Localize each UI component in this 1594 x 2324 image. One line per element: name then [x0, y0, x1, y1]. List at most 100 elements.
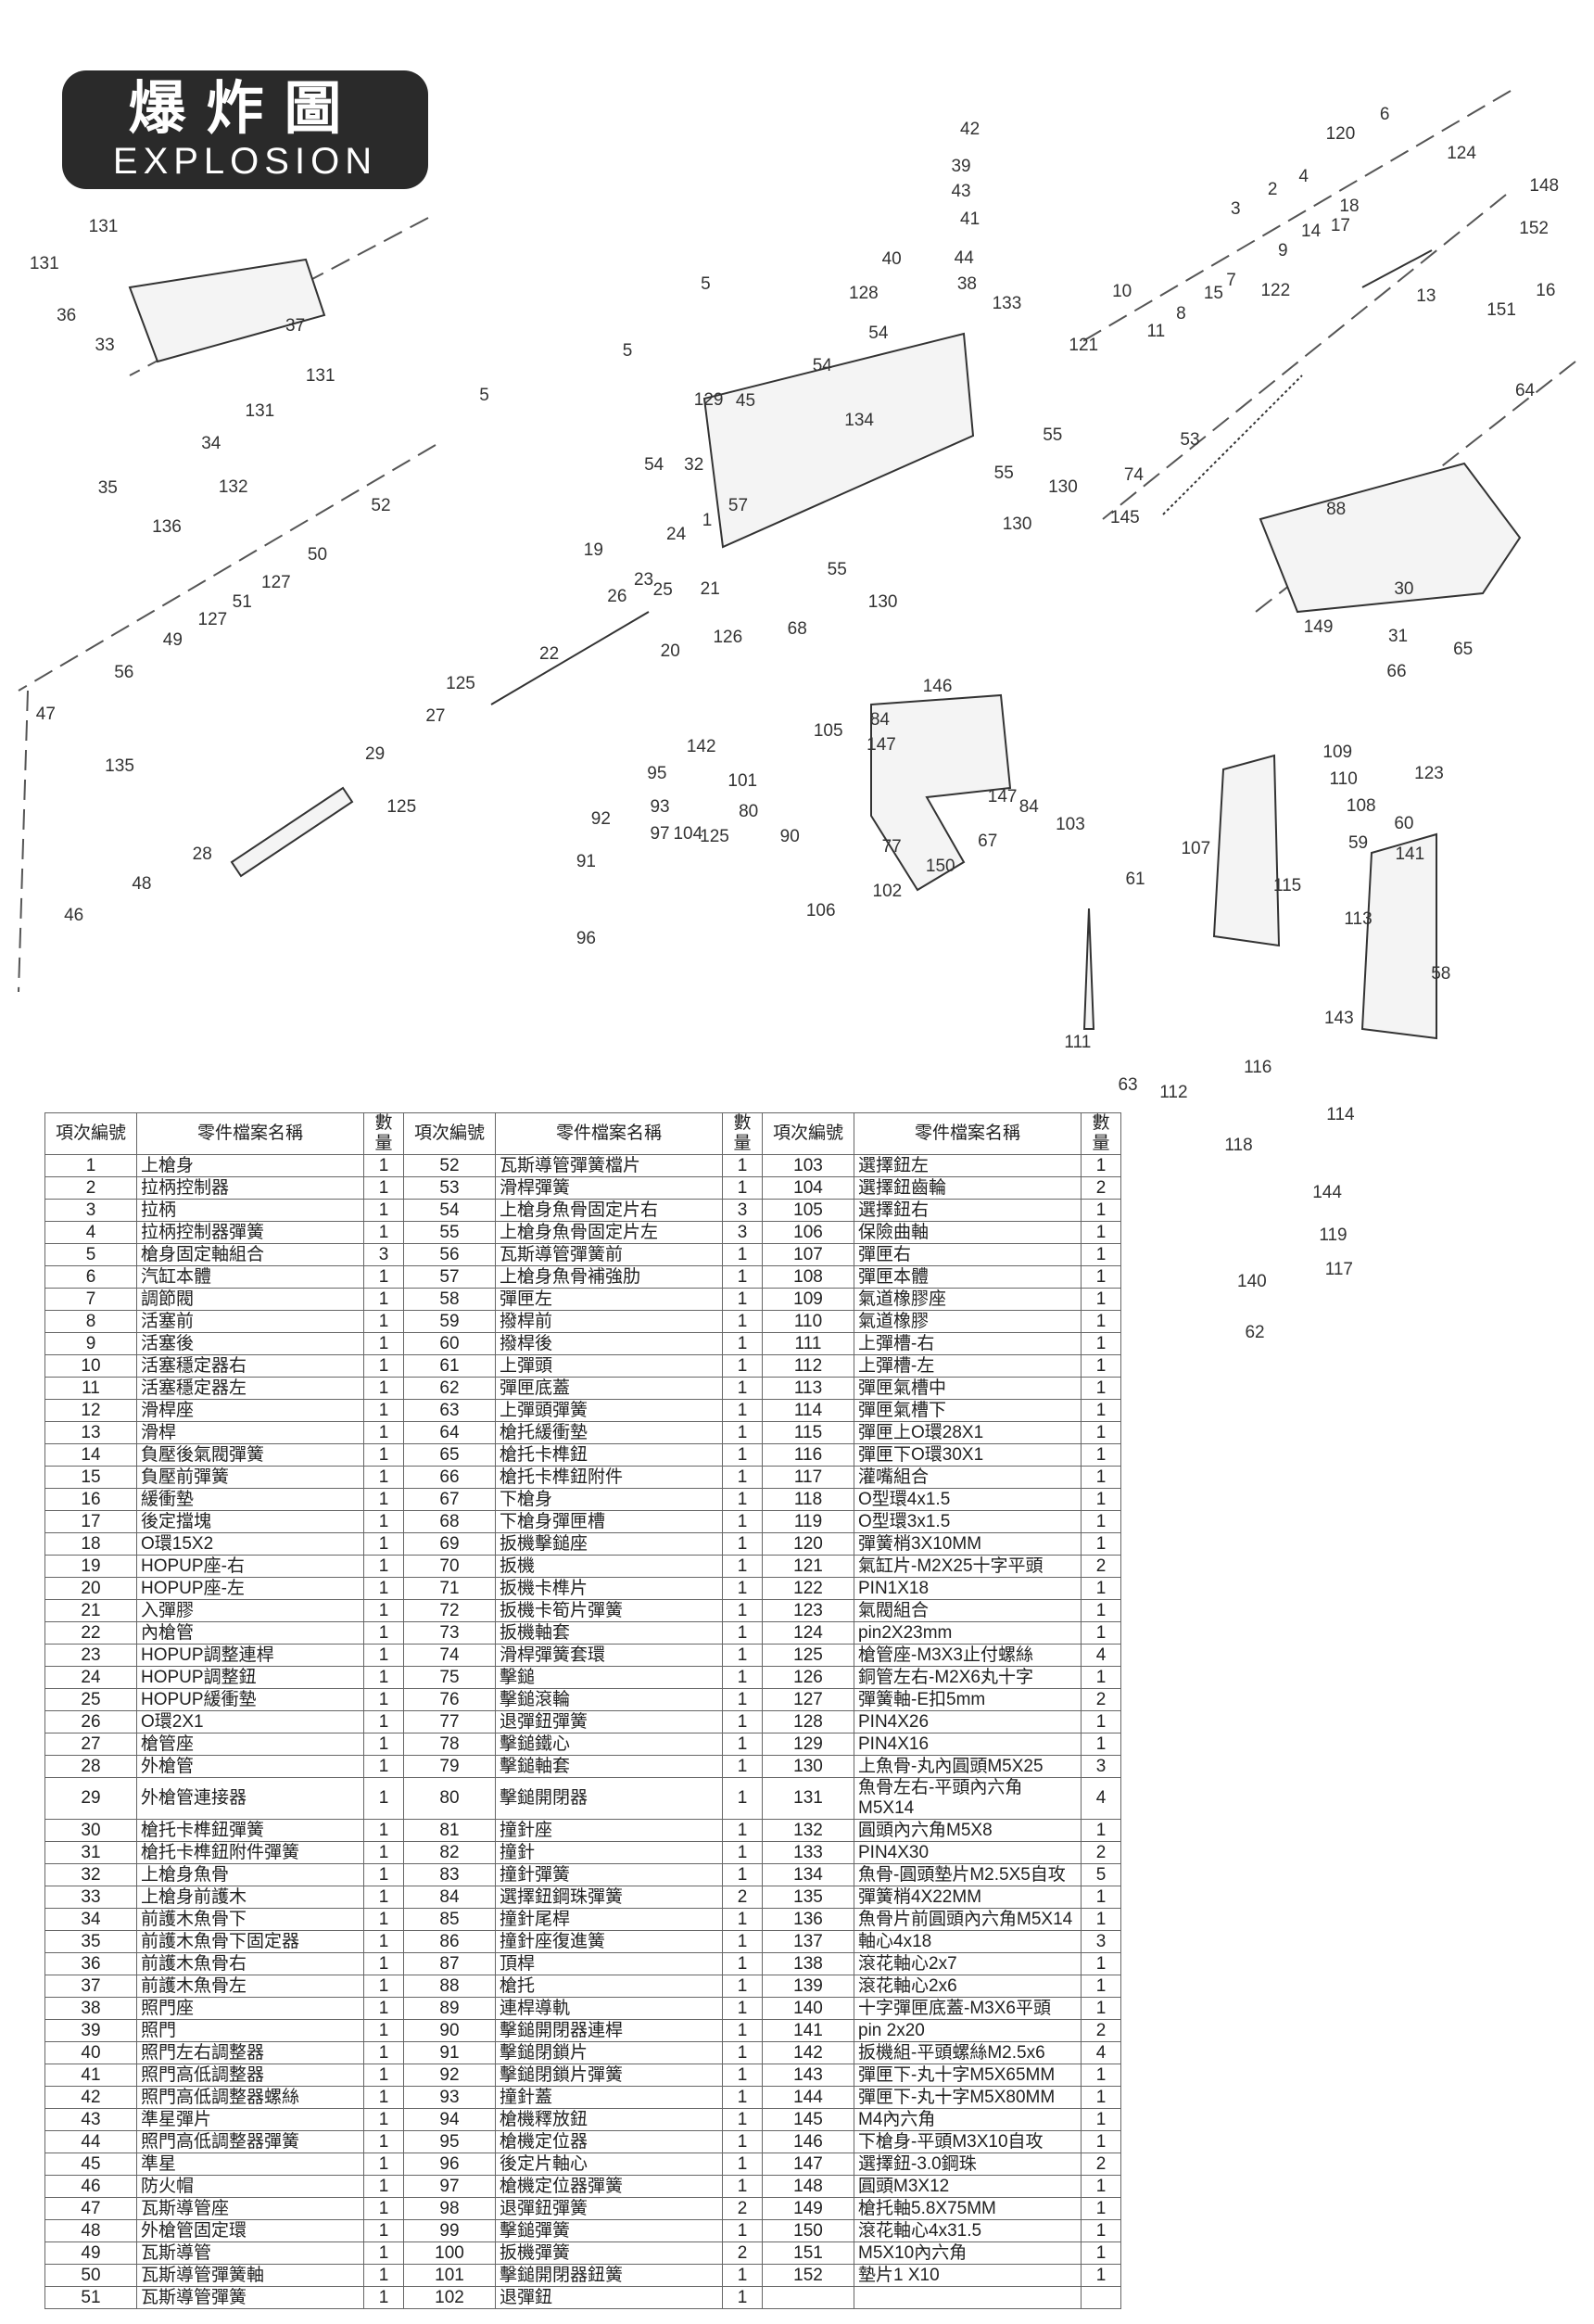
item-number: 52 [403, 1154, 496, 1177]
part-callout: 129 [693, 389, 724, 410]
item-number: 126 [762, 1666, 854, 1689]
inner-barrel-part [490, 611, 650, 705]
quantity: 1 [1081, 1577, 1121, 1600]
part-callout: 32 [684, 454, 704, 475]
item-number: 94 [403, 2108, 496, 2131]
part-callout: 105 [813, 720, 843, 741]
header-quantity: 數量 [1081, 1112, 1121, 1155]
part-name: 扳機彈簧 [495, 2241, 723, 2265]
quantity: 1 [1081, 1288, 1121, 1311]
guide-line [18, 690, 29, 993]
quantity: 1 [363, 2041, 404, 2064]
part-name: 後定擋塊 [136, 1510, 364, 1533]
quantity: 1 [1081, 1532, 1121, 1556]
part-callout: 27 [425, 705, 446, 726]
lower-receiver-part [870, 693, 1012, 892]
part-callout: 50 [307, 544, 328, 565]
quantity: 1 [363, 1733, 404, 1756]
item-number: 144 [762, 2086, 854, 2109]
part-callout: 13 [1416, 286, 1436, 307]
part-name: 照門高低調整器螺絲 [136, 2086, 364, 2109]
part-callout: 59 [1347, 832, 1369, 853]
part-callout: 55 [993, 464, 1014, 484]
part-callout: 144 [1312, 1183, 1342, 1203]
quantity: 1 [722, 2286, 763, 2309]
item-number: 88 [403, 1975, 496, 1998]
quantity: 1 [722, 1733, 763, 1756]
part-name: 前護木魚骨下 [136, 1908, 364, 1931]
part-callout: 18 [1339, 197, 1360, 217]
part-name: PIN4X16 [854, 1733, 1082, 1756]
header-item-number: 項次編號 [403, 1112, 496, 1155]
guide-line [18, 444, 436, 692]
part-callout: 17 [1330, 215, 1351, 235]
part-name: 防火帽 [136, 2175, 364, 2198]
part-name: 槍托卡榫鈕彈簧 [136, 1819, 364, 1842]
part-name: pin2X23mm [854, 1621, 1082, 1645]
part-callout: 40 [881, 249, 902, 270]
part-name: 槍托緩衝墊 [495, 1421, 723, 1444]
part-callout: 56 [114, 663, 134, 683]
quantity: 1 [1081, 1466, 1121, 1489]
quantity: 1 [722, 1443, 763, 1467]
part-name: HOPUP座-左 [136, 1577, 364, 1600]
quantity: 1 [722, 1621, 763, 1645]
item-number: 142 [762, 2041, 854, 2064]
part-callout: 63 [1118, 1074, 1138, 1095]
part-callout: 121 [1069, 335, 1099, 355]
quantity: 1 [363, 1399, 404, 1422]
table-header-row: 項次編號零件檔案名稱數量項次編號零件檔案名稱數量項次編號零件檔案名稱數量 [44, 1112, 1121, 1155]
part-callout: 131 [305, 366, 335, 387]
part-name: 擊鎚滾輪 [495, 1688, 723, 1711]
part-name: 彈匣氣槽中 [854, 1377, 1082, 1400]
part-callout: 54 [644, 454, 664, 475]
quantity: 1 [1081, 1886, 1121, 1909]
item-number: 51 [44, 2286, 137, 2309]
part-name: M5X10內六角 [854, 2241, 1082, 2265]
quantity: 1 [363, 1154, 404, 1177]
part-callout: 133 [992, 294, 1022, 314]
part-callout: 15 [1203, 284, 1224, 303]
item-number: 83 [403, 1863, 496, 1886]
quantity: 1 [1081, 2219, 1121, 2242]
quantity: 3 [363, 1243, 404, 1266]
part-name: 彈匣左 [495, 1288, 723, 1311]
quantity: 1 [722, 2041, 763, 2064]
item-number: 41 [44, 2064, 137, 2087]
quantity: 1 [722, 1952, 763, 1975]
quantity: 1 [363, 2197, 404, 2220]
item-number: 137 [762, 1930, 854, 1953]
part-callout: 39 [951, 157, 971, 176]
part-callout: 120 [1325, 123, 1356, 144]
part-name: 上槍身魚骨補強肋 [495, 1265, 723, 1289]
quantity: 1 [722, 1688, 763, 1711]
part-name: 滑桿座 [136, 1399, 364, 1422]
quantity: 1 [363, 1819, 404, 1842]
quantity: 1 [1081, 2197, 1121, 2220]
part-name: 擊鎚閉鎖片 [495, 2041, 723, 2064]
item-number: 93 [403, 2086, 496, 2109]
part-name: 上槍身魚骨 [136, 1863, 364, 1886]
part-callout: 22 [539, 643, 560, 664]
part-name: 銅管左右-M2X6丸十字 [854, 1666, 1082, 1689]
item-number: 72 [403, 1599, 496, 1622]
part-name: 前護木魚骨下固定器 [136, 1930, 364, 1953]
part-callout: 114 [1326, 1104, 1355, 1124]
quantity: 1 [1081, 1310, 1121, 1333]
item-number: 128 [762, 1710, 854, 1733]
part-callout: 30 [1394, 578, 1414, 599]
quantity: 1 [363, 2219, 404, 2242]
quantity: 2 [1081, 1176, 1121, 1200]
part-name: 保險曲軸 [854, 1221, 1082, 1244]
quantity: 1 [1081, 1975, 1121, 1998]
item-number: 115 [762, 1421, 854, 1444]
header-part-name: 零件檔案名稱 [495, 1112, 723, 1155]
